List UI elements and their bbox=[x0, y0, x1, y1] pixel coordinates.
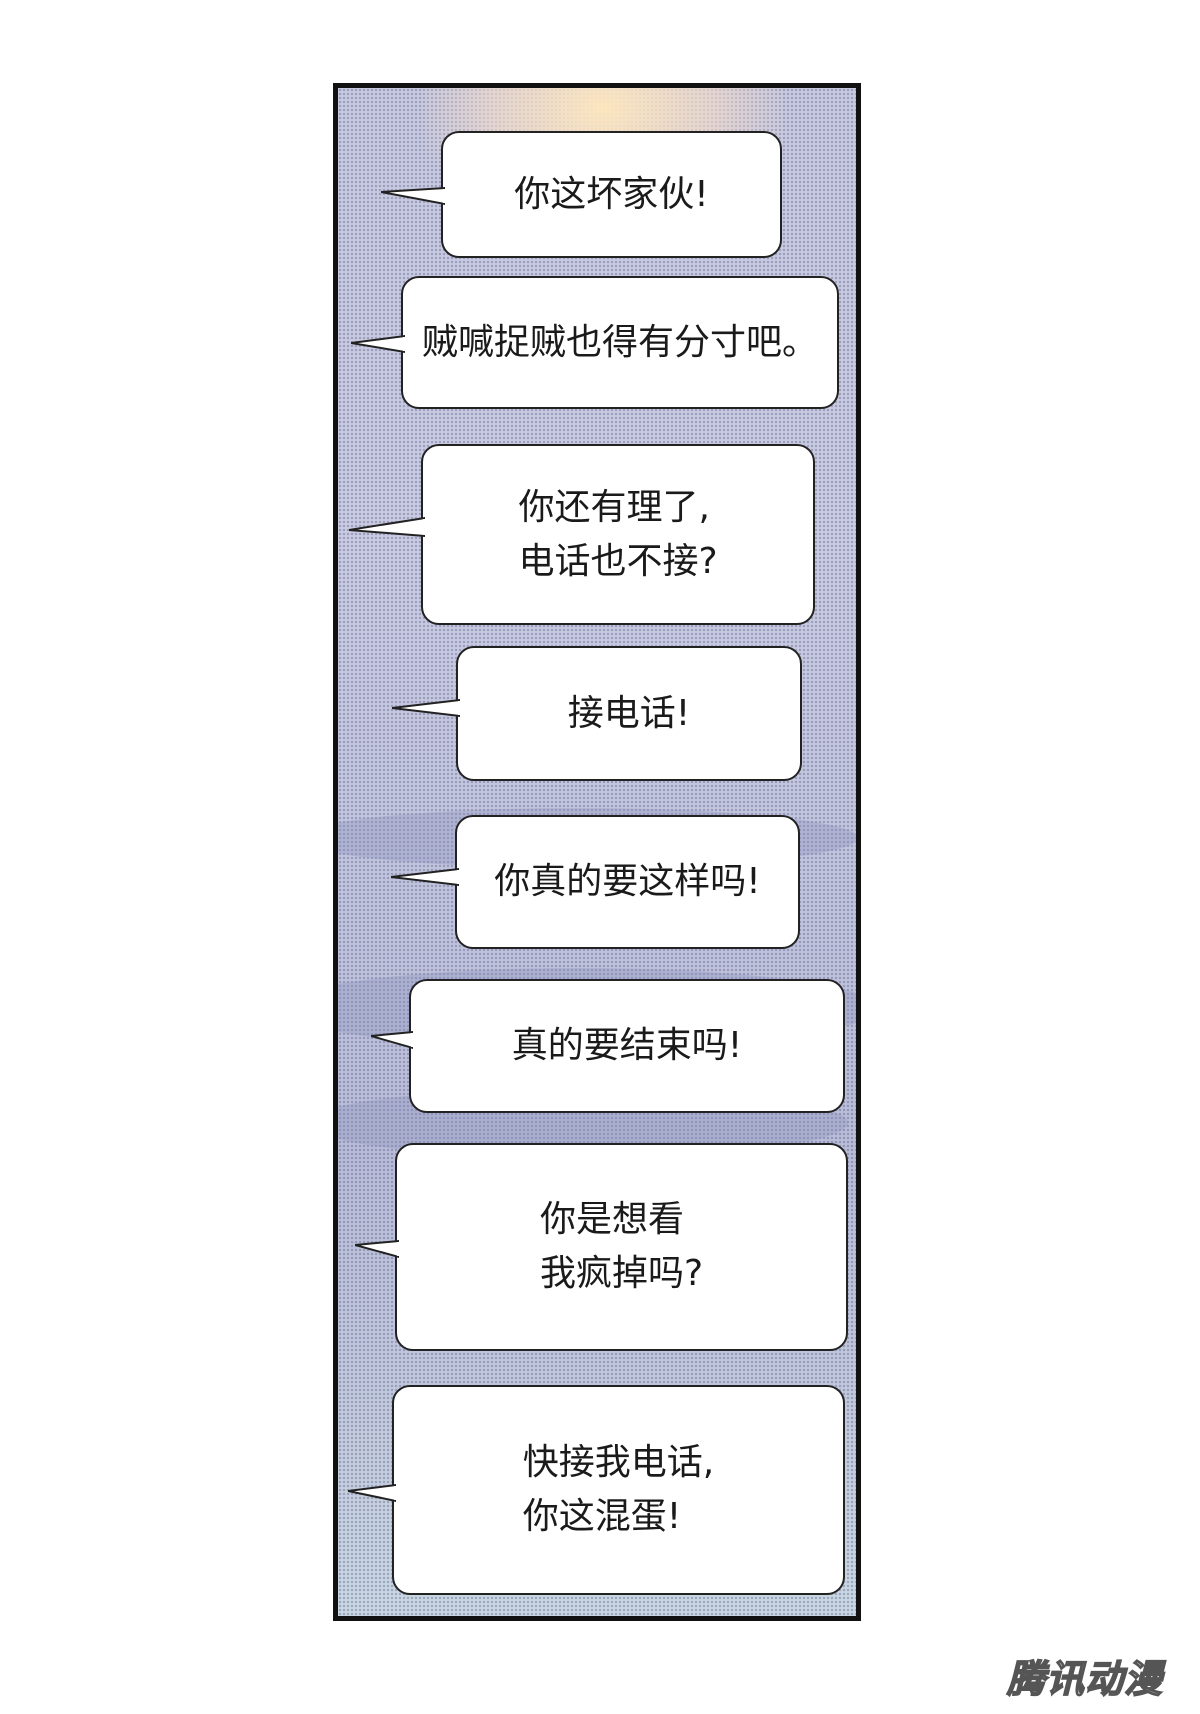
bubble-tail bbox=[371, 1030, 413, 1050]
bubble-tail bbox=[349, 516, 425, 538]
speech-bubble: 你这坏家伙! bbox=[381, 131, 782, 258]
speech-bubble: 你真的要这样吗! bbox=[391, 815, 800, 949]
bubble-tail bbox=[381, 186, 445, 206]
bubble-tail bbox=[391, 867, 459, 887]
bubble-tail bbox=[392, 698, 460, 718]
bubble-tail bbox=[348, 1483, 396, 1503]
bubble-tail bbox=[355, 1239, 399, 1259]
speech-bubble: 真的要结束吗! bbox=[371, 979, 845, 1113]
bubble-tail bbox=[351, 334, 405, 354]
bubble-text: 你真的要这样吗! bbox=[494, 861, 761, 902]
bubble-text: 快接我电话, 你这混蛋! bbox=[522, 1442, 715, 1537]
bubble-text: 贼喊捉贼也得有分寸吧。 bbox=[421, 321, 818, 363]
bubble-text: 真的要结束吗! bbox=[511, 1025, 743, 1066]
speech-bubble: 接电话! bbox=[392, 646, 802, 781]
speech-bubble: 你是想看 我疯掉吗? bbox=[355, 1143, 848, 1351]
bubble-text: 你还有理了, 电话也不接? bbox=[518, 486, 718, 582]
speech-bubble: 贼喊捉贼也得有分寸吧。 bbox=[351, 276, 839, 409]
speech-bubble: 快接我电话, 你这混蛋! bbox=[348, 1385, 845, 1595]
bubble-text: 你是想看 我疯掉吗? bbox=[539, 1199, 704, 1294]
watermark-logo: 腾讯动漫 bbox=[1006, 1656, 1163, 1702]
bubble-text: 你这坏家伙! bbox=[514, 173, 709, 215]
speech-bubble: 你还有理了, 电话也不接? bbox=[349, 444, 815, 625]
bubble-text: 接电话! bbox=[567, 692, 691, 734]
